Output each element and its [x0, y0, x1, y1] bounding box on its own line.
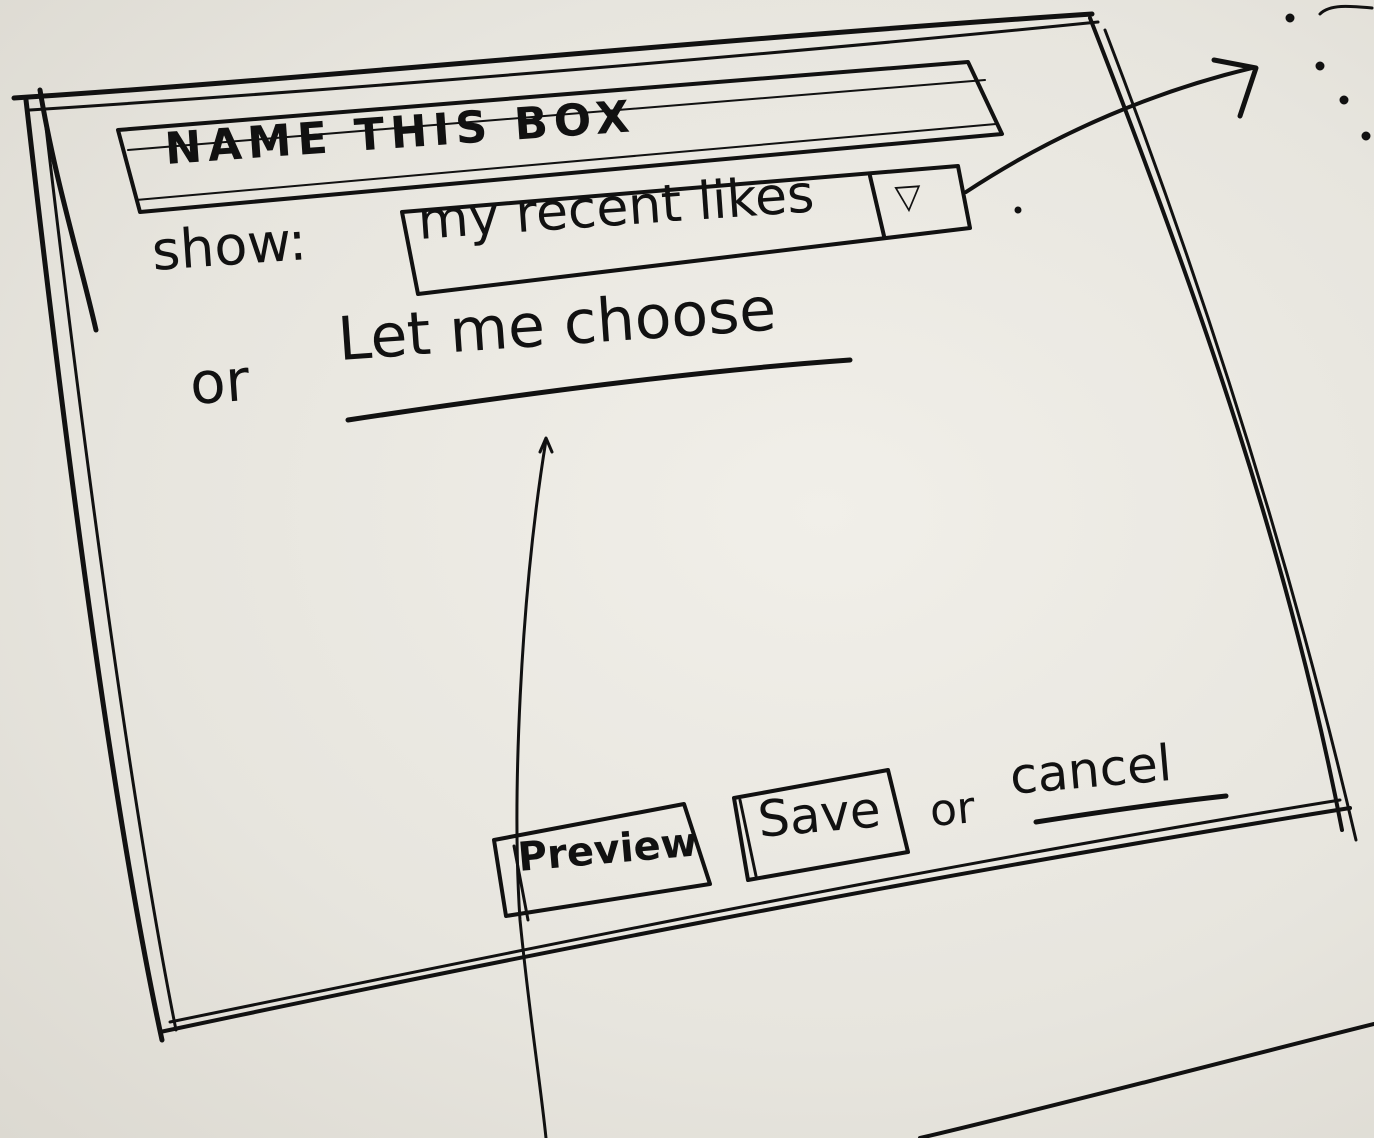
- dialog-frame-top: [11, 11, 1095, 101]
- dialog-frame-right: [1088, 16, 1344, 832]
- dropdown-outline: [400, 164, 972, 296]
- pointer-arrow-line: [964, 66, 1254, 194]
- dialog-frame-right-2: [1103, 28, 1358, 842]
- preview-button-outline: [492, 802, 712, 918]
- save-button[interactable]: Save: [755, 780, 883, 849]
- pointer-arrow-head: [1211, 57, 1259, 119]
- dialog-frame-top-inner: [28, 20, 1100, 112]
- or-label: or: [187, 345, 252, 418]
- dialog-frame-left: [23, 97, 165, 1043]
- show-label: show:: [149, 209, 309, 283]
- dialog-frame-left-mark: [37, 87, 99, 333]
- dialog-frame-left-inner: [42, 108, 178, 1032]
- connector-line: [515, 438, 548, 1138]
- dialog-frame-bottom-2: [168, 798, 1342, 1024]
- dialog-frame-bottom: [158, 806, 1352, 1034]
- triangle-down-icon[interactable]: ▽: [893, 176, 923, 218]
- dropdown-divider: [868, 174, 886, 238]
- or-label-footer: or: [927, 782, 978, 837]
- cancel-link[interactable]: cancel: [1007, 733, 1174, 806]
- name-field-outline: [116, 60, 1004, 214]
- save-button-outline: [732, 768, 910, 882]
